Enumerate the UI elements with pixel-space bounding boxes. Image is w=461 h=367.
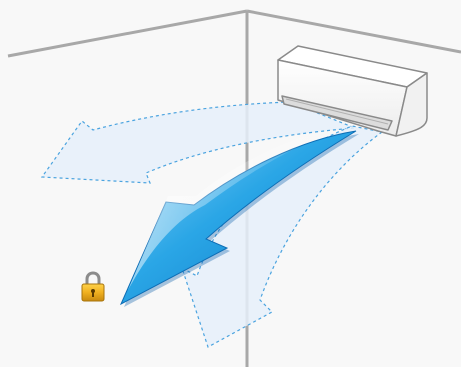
lock-keyhole-slot (92, 292, 94, 297)
airflow-direction-arrow (119, 128, 359, 307)
airflow-range (40, 101, 384, 348)
ceiling-edge-right (246, 9, 461, 54)
ceiling-edge-left (7, 9, 248, 58)
lock-icon (81, 271, 105, 302)
wall-mounted-air-conditioner (277, 45, 428, 137)
arrow-highlight (128, 128, 340, 290)
airflow-range-lower-lobe (180, 125, 384, 348)
lock-shackle (85, 271, 101, 287)
ac-side-face (395, 72, 428, 137)
airflow-range-upper-lobe (40, 101, 356, 184)
ac-vent-line (285, 98, 389, 125)
